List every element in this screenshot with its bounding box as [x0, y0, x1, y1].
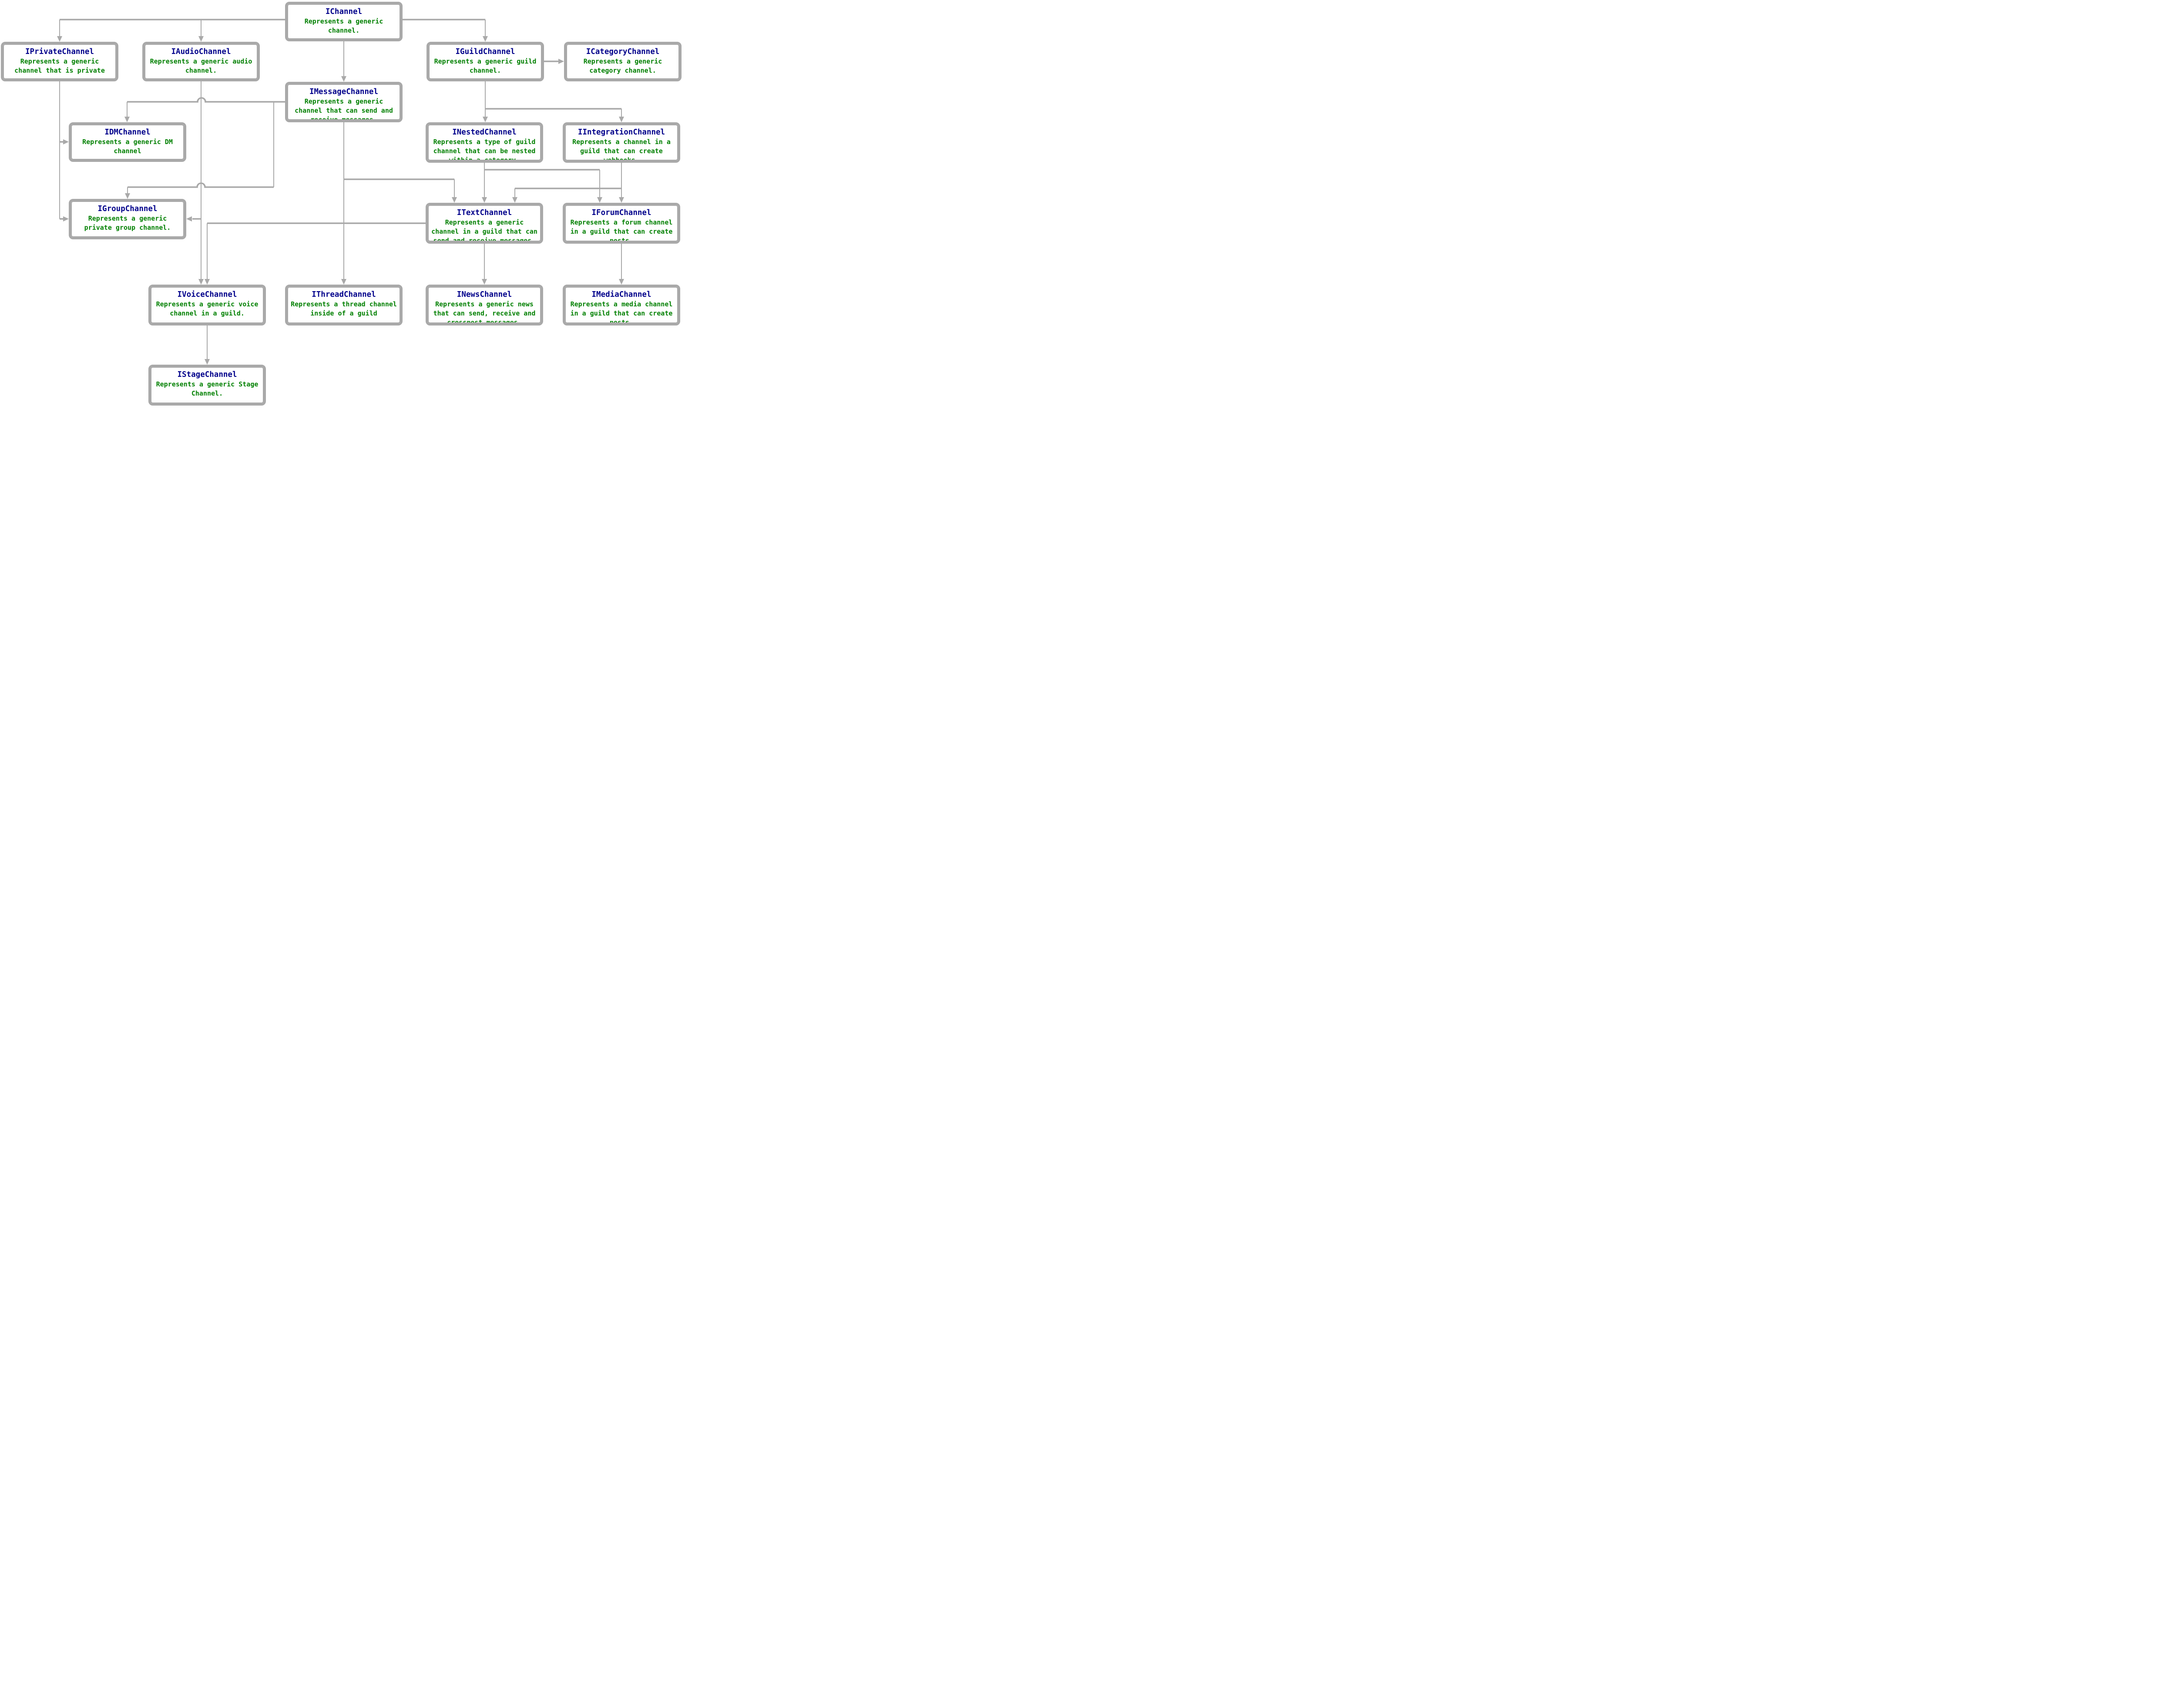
node-iintegrationchannel: IIntegrationChannel Represents a channel…	[563, 122, 680, 163]
arrow-into-icategorychannel	[558, 59, 564, 64]
node-description: Represents a forum channel in a guild th…	[570, 218, 673, 242]
node-iguildchannel: IGuildChannel Represents a generic guild…	[426, 42, 544, 81]
arrow-into-iintegrationchannel	[619, 117, 624, 122]
node-description: Represents a generic DM channel	[82, 138, 173, 155]
arrow-into-idmchannel-top	[124, 117, 130, 122]
node-title: ICategoryChannel	[586, 47, 660, 56]
node-description: Represents a media channel in a guild th…	[570, 300, 673, 323]
node-iintegrationchannel-body: IIntegrationChannel Represents a channel…	[565, 124, 678, 161]
arrow-into-igroupchannel-right	[186, 216, 192, 221]
arrow-into-inestedchannel	[483, 117, 488, 122]
connector-layer	[57, 19, 624, 365]
arrow-into-idmchannel-left	[63, 139, 69, 144]
node-title: IVoiceChannel	[177, 290, 237, 299]
node-ivoicechannel: IVoiceChannel Represents a generic voice…	[148, 285, 266, 325]
node-description: Represents a generic audio channel.	[150, 57, 252, 74]
node-iprivatechannel: IPrivateChannel Represents a generic cha…	[1, 42, 118, 81]
node-description: Represents a channel in a guild that can…	[572, 138, 671, 161]
arrow-into-iforumchannel-mid	[619, 197, 624, 203]
node-idmchannel-body: IDMChannel Represents a generic DM chann…	[71, 124, 184, 160]
arrow-into-ivoicechannel-right	[205, 279, 210, 285]
node-title: IMessageChannel	[309, 87, 379, 96]
node-description: Represents a generic channel that can se…	[295, 97, 393, 120]
node-description: Represents a generic voice channel in a …	[156, 300, 259, 317]
node-iaudiochannel: IAudioChannel Represents a generic audio…	[142, 42, 260, 81]
node-ichannel-body: IChannel Represents a generic channel.	[287, 4, 400, 39]
node-istagechannel-body: IStageChannel Represents a generic Stage…	[151, 367, 264, 403]
connector-lines-vertical	[59, 20, 622, 362]
arrow-into-iaudiochannel	[198, 36, 204, 42]
arrow-into-inewschannel	[482, 279, 487, 285]
arrow-into-ithreadchannel	[341, 279, 346, 285]
node-ithreadchannel-body: IThreadChannel Represents a thread chann…	[287, 287, 400, 323]
node-imediachannel: IMediaChannel Represents a media channel…	[563, 285, 680, 325]
node-igroupchannel: IGroupChannel Represents a generic priva…	[69, 199, 186, 239]
arrow-into-iguildchannel	[483, 36, 488, 42]
node-description: Represents a generic news that can send,…	[433, 300, 536, 323]
arrow-into-imessagechannel	[341, 76, 346, 82]
arrow-into-iprivatechannel	[57, 36, 62, 42]
node-imediachannel-body: IMediaChannel Represents a media channel…	[565, 287, 678, 323]
node-icategorychannel-body: ICategoryChannel Represents a generic ca…	[566, 44, 679, 79]
node-inestedchannel: INestedChannel Represents a type of guil…	[426, 122, 543, 163]
node-ivoicechannel-body: IVoiceChannel Represents a generic voice…	[151, 287, 264, 323]
node-title: IIntegrationChannel	[578, 128, 665, 137]
node-inewschannel-body: INewsChannel Represents a generic news t…	[428, 287, 541, 323]
arrow-into-iforumchannel-left	[597, 197, 602, 203]
arrow-into-itextchannel-right	[512, 197, 517, 203]
node-description: Represents a generic category channel.	[583, 57, 662, 74]
node-itextchannel-body: ITextChannel Represents a generic channe…	[428, 205, 541, 242]
arrow-into-imediachannel	[619, 279, 624, 285]
node-title: ITextChannel	[457, 208, 512, 217]
node-title: IThreadChannel	[312, 290, 376, 299]
node-description: Represents a thread channel inside of a …	[291, 300, 397, 317]
connector-arrowheads	[57, 36, 624, 365]
node-title: IStageChannel	[177, 370, 237, 379]
arrow-into-istagechannel	[205, 359, 210, 365]
node-description: Represents a generic Stage Channel.	[156, 380, 259, 397]
arrow-into-igroupchannel-left	[63, 216, 69, 221]
node-igroupchannel-body: IGroupChannel Represents a generic priva…	[71, 201, 184, 237]
node-iforumchannel-body: IForumChannel Represents a forum channel…	[565, 205, 678, 242]
node-title: IAudioChannel	[171, 47, 231, 56]
channel-interface-diagram: IChannel Represents a generic channel. I…	[0, 0, 682, 406]
node-title: INewsChannel	[457, 290, 512, 299]
arrow-into-itextchannel-left	[452, 197, 457, 203]
node-description: Represents a type of guild channel that …	[433, 138, 536, 161]
node-imessagechannel-body: IMessageChannel Represents a generic cha…	[287, 84, 400, 120]
node-title: IDMChannel	[104, 128, 151, 137]
node-title: IChannel	[325, 7, 363, 16]
arrow-into-itextchannel-mid	[482, 197, 487, 203]
node-iguildchannel-body: IGuildChannel Represents a generic guild…	[429, 44, 542, 79]
arrow-into-ivoicechannel-left	[198, 279, 204, 285]
node-icategorychannel: ICategoryChannel Represents a generic ca…	[564, 42, 682, 81]
node-title: IPrivateChannel	[25, 47, 94, 56]
arrow-into-igroupchannel-top	[125, 193, 130, 199]
node-iaudiochannel-body: IAudioChannel Represents a generic audio…	[144, 44, 258, 79]
node-iforumchannel: IForumChannel Represents a forum channel…	[563, 203, 680, 244]
node-itextchannel: ITextChannel Represents a generic channe…	[426, 203, 543, 244]
node-description: Represents a generic channel that is pri…	[14, 57, 105, 74]
edge-imessage-idm-h-hop	[127, 97, 285, 103]
node-inestedchannel-body: INestedChannel Represents a type of guil…	[428, 124, 541, 161]
node-inewschannel: INewsChannel Represents a generic news t…	[426, 285, 543, 325]
node-description: Represents a generic channel.	[304, 17, 383, 34]
node-description: Represents a generic channel in a guild …	[431, 218, 537, 242]
node-ichannel: IChannel Represents a generic channel.	[285, 2, 403, 41]
node-title: IGroupChannel	[97, 205, 158, 213]
node-title: IMediaChannel	[591, 290, 651, 299]
node-title: IForumChannel	[591, 208, 651, 217]
node-idmchannel: IDMChannel Represents a generic DM chann…	[69, 122, 186, 162]
node-title: IGuildChannel	[455, 47, 515, 56]
node-istagechannel: IStageChannel Represents a generic Stage…	[148, 365, 266, 406]
node-ithreadchannel: IThreadChannel Represents a thread chann…	[285, 285, 403, 325]
node-title: INestedChannel	[452, 128, 517, 137]
node-iprivatechannel-body: IPrivateChannel Represents a generic cha…	[3, 44, 116, 79]
node-imessagechannel: IMessageChannel Represents a generic cha…	[285, 82, 403, 122]
node-description: Represents a generic private group chann…	[84, 215, 171, 232]
node-description: Represents a generic guild channel.	[434, 57, 537, 74]
